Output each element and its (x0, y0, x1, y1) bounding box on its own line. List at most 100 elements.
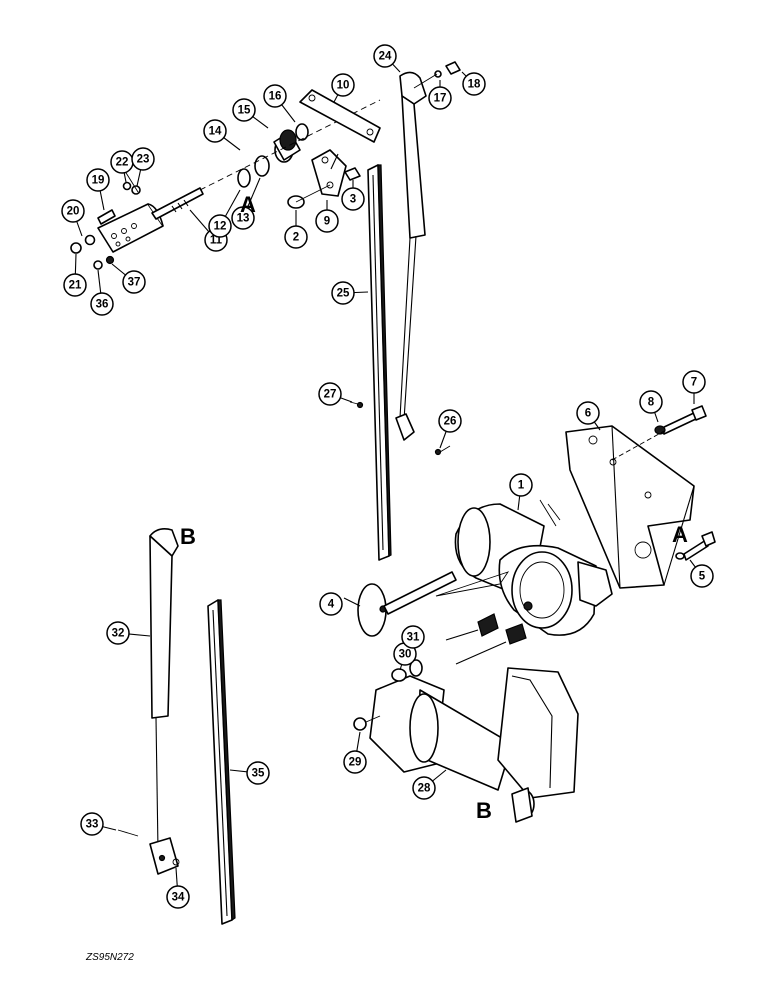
callout-3: 3 (341, 187, 365, 211)
wiper-blade-lower (207, 599, 236, 925)
callout-8: 8 (639, 390, 663, 414)
callout-15: 15 (232, 98, 256, 122)
callout-number: 33 (86, 819, 99, 831)
callout-circle (166, 885, 190, 909)
callout-circle (576, 401, 600, 425)
callout-number: 5 (699, 571, 706, 583)
callout-number: 9 (324, 216, 330, 228)
reference-letter-b-arm: B (180, 524, 196, 549)
callout-37: 37 (122, 270, 146, 294)
callout-number: 16 (269, 91, 282, 103)
callout-number: 24 (379, 51, 392, 63)
switch-assembly (70, 99, 381, 270)
wiper-motor (454, 499, 613, 636)
callout-circle (203, 119, 227, 143)
callout-number: 6 (585, 408, 591, 420)
callout-25: 25 (331, 281, 355, 305)
motor-brushes (445, 613, 527, 665)
callout-17: 17 (428, 86, 452, 110)
reference-letter-a-upper: A (240, 192, 256, 217)
callout-35: 35 (246, 761, 270, 785)
callout-number: 7 (691, 377, 697, 389)
callout-number: 2 (293, 232, 299, 244)
callout-1: 1 (509, 473, 533, 497)
callout-6: 6 (576, 401, 600, 425)
callout-9: 9 (315, 209, 339, 233)
callout-27: 27 (318, 382, 342, 406)
callout-30: 30 (393, 642, 417, 666)
callout-number: 19 (92, 175, 105, 187)
callout-number: 32 (112, 628, 125, 640)
callout-number: 15 (238, 105, 251, 117)
callout-circle (106, 621, 130, 645)
callout-circle (373, 44, 397, 68)
callout-circle (232, 98, 256, 122)
callout-number: 29 (349, 757, 362, 769)
mounting-brackets (287, 89, 381, 209)
callout-5: 5 (690, 564, 714, 588)
drawing-code: ZS95N272 (85, 952, 134, 963)
callout-number: 1 (518, 480, 525, 492)
callout-26: 26 (438, 409, 462, 433)
callout-circle (131, 147, 155, 171)
callout-number: 31 (407, 632, 420, 644)
callout-10: 10 (331, 73, 355, 97)
callout-29: 29 (343, 750, 367, 774)
callout-number: 21 (69, 280, 82, 292)
callout-33: 33 (80, 812, 104, 836)
callout-28: 28 (412, 776, 436, 800)
callout-circle (263, 84, 287, 108)
callout-circle (462, 72, 486, 96)
callout-circle (61, 199, 85, 223)
callout-circle (682, 370, 706, 394)
callout-number: 4 (328, 599, 335, 611)
callout-circle (90, 292, 114, 316)
callout-13: 13 (231, 206, 255, 230)
callout-circle (401, 625, 425, 649)
callout-circle (412, 776, 436, 800)
callout-number: 28 (418, 783, 431, 795)
callout-31: 31 (401, 625, 425, 649)
wiper-motor-lower (353, 659, 579, 823)
callout-circle (428, 86, 452, 110)
callout-20: 20 (61, 199, 85, 223)
callout-number: 20 (67, 206, 80, 218)
callout-number: 10 (337, 80, 350, 92)
callout-circle (341, 187, 365, 211)
callout-18: 18 (462, 72, 486, 96)
callout-number: 14 (209, 126, 222, 138)
wiper-arm-lower (117, 528, 180, 875)
callout-16: 16 (263, 84, 287, 108)
callout-14: 14 (203, 119, 227, 143)
callout-number: 18 (468, 79, 481, 91)
callout-circle (315, 209, 339, 233)
callout-circle (509, 473, 533, 497)
callout-2: 2 (284, 225, 308, 249)
callout-22: 22 (110, 150, 134, 174)
reference-letter-a-bracket: A (672, 522, 688, 547)
motor-bracket (565, 405, 716, 589)
callout-circle (122, 270, 146, 294)
callout-circle (343, 750, 367, 774)
callout-circle (86, 168, 110, 192)
callout-number: 25 (337, 288, 350, 300)
callout-circle (690, 564, 714, 588)
callout-23: 23 (131, 147, 155, 171)
callout-36: 36 (90, 292, 114, 316)
wiper-crank (357, 571, 510, 637)
callout-number: 27 (324, 389, 337, 401)
callout-number: 26 (444, 416, 457, 428)
wiper-arm-upper (395, 61, 461, 441)
callout-circle (63, 273, 87, 297)
callout-circle (331, 73, 355, 97)
callout-number: 23 (137, 154, 150, 166)
callout-19: 19 (86, 168, 110, 192)
callout-12: 12 (208, 214, 232, 238)
callout-circle (318, 382, 342, 406)
wiper-blade-upper (349, 164, 451, 561)
callout-7: 7 (682, 370, 706, 394)
callout-circle (80, 812, 104, 836)
callout-4: 4 (319, 592, 343, 616)
